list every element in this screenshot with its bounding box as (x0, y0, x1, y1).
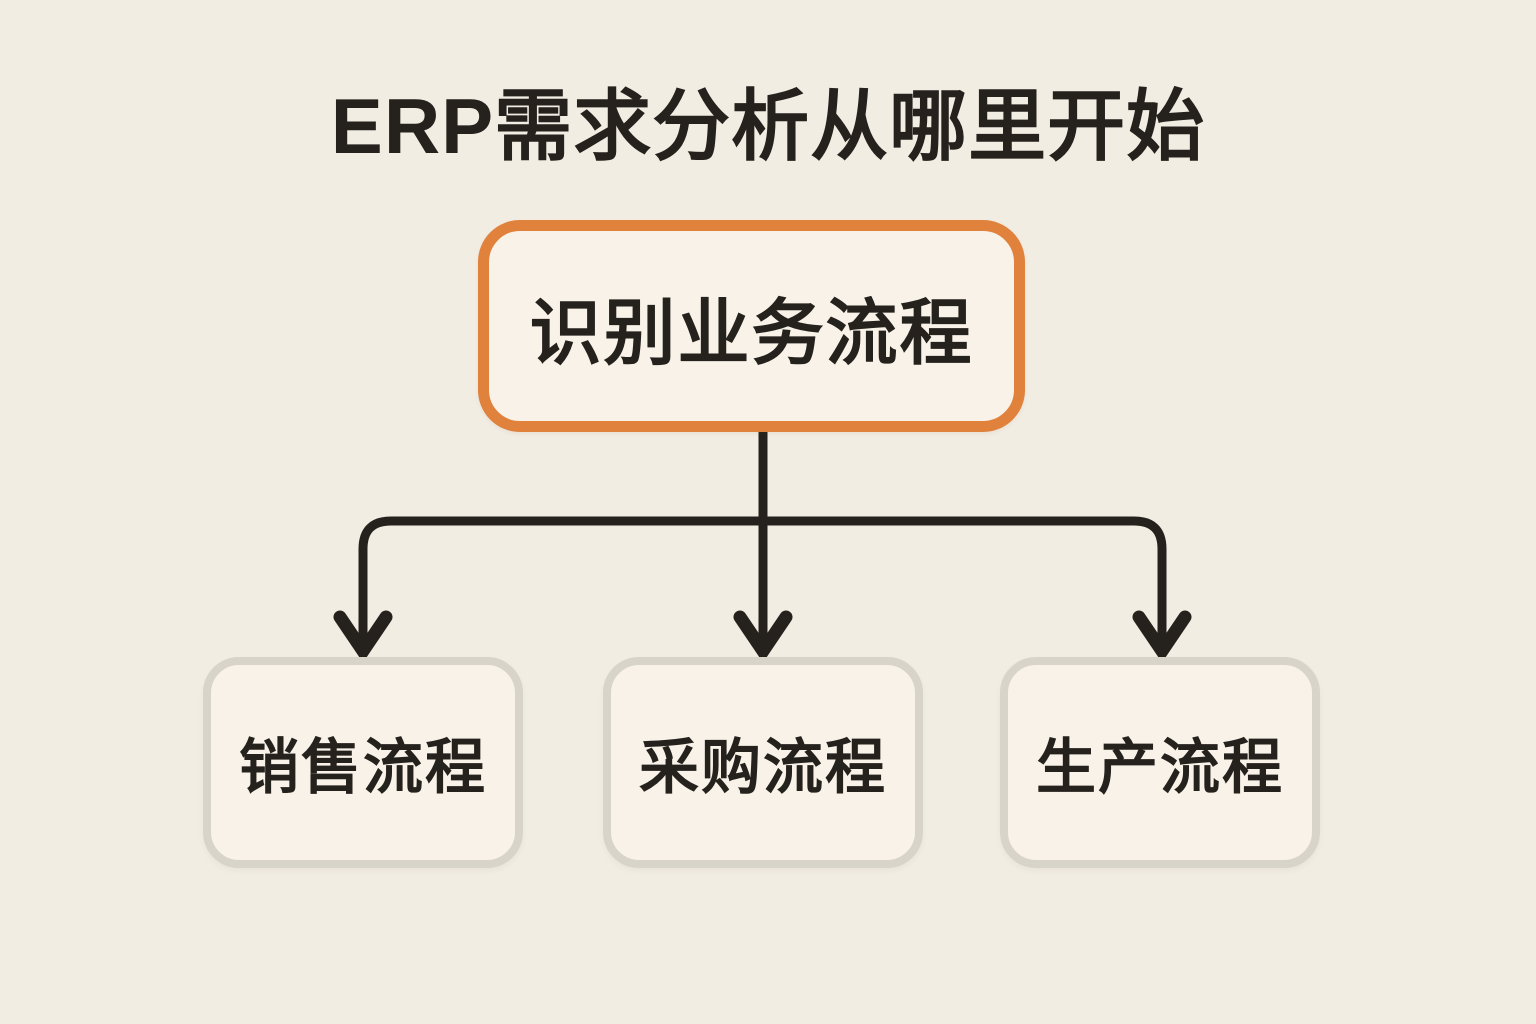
node-production-process: 生产流程 (1000, 657, 1320, 868)
branch-line (358, 516, 1167, 647)
arrowhead-left (333, 610, 393, 663)
node-label: 生产流程 (1036, 734, 1284, 801)
arrowhead-middle (733, 610, 793, 663)
node-procurement-process: 采购流程 (603, 657, 923, 868)
page-title: ERP需求分析从哪里开始 (330, 82, 1206, 170)
node-label: 销售流程 (239, 734, 487, 801)
node-label: 识别业务流程 (529, 293, 974, 374)
arrowhead-right (1132, 610, 1192, 663)
node-sales-process: 销售流程 (203, 657, 523, 868)
node-identify-business-process: 识别业务流程 (478, 220, 1025, 432)
node-label: 采购流程 (639, 734, 887, 801)
